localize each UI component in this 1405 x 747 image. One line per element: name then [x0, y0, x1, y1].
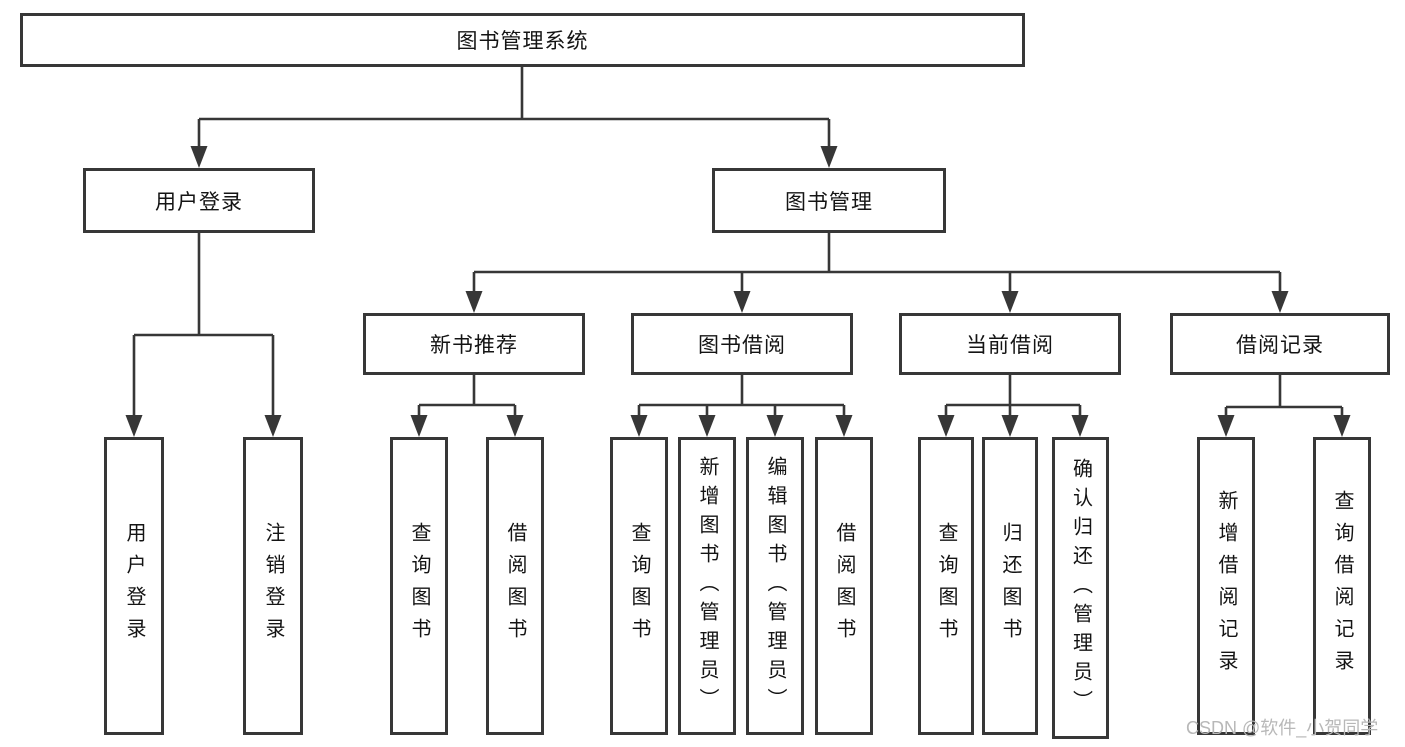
- leaf-return-books: 归还图书: [982, 437, 1038, 735]
- leaf-logout-label: 注销登录: [262, 522, 284, 650]
- node-book-management-label: 图书管理: [785, 190, 873, 214]
- leaf-confirm-return-admin: 确认归还（管理员）: [1052, 437, 1109, 739]
- node-current-borrow-label: 当前借阅: [966, 334, 1054, 357]
- node-root: 图书管理系统: [20, 13, 1025, 67]
- leaf-confirm-return-admin-label: 确认归还（管理员）: [1069, 457, 1092, 719]
- leaf-add-book-admin-label: 新增图书（管理员）: [696, 455, 718, 717]
- leaf-current-query-books: 查询图书: [918, 437, 974, 735]
- leaf-query-borrow-record-label: 查询借阅记录: [1331, 490, 1353, 682]
- leaf-return-books-label: 归还图书: [999, 522, 1021, 650]
- leaf-recommend-query-books-label: 查询图书: [408, 522, 430, 650]
- node-borrow-records-label: 借阅记录: [1236, 334, 1324, 357]
- leaf-recommend-borrow-books: 借阅图书: [486, 437, 544, 735]
- csdn-watermark: CSDN @软件_小贺同学: [1186, 718, 1379, 738]
- leaf-user-login-label: 用户登录: [123, 522, 145, 650]
- leaf-recommend-borrow-books-label: 借阅图书: [504, 522, 526, 650]
- leaf-edit-book-admin-label: 编辑图书（管理员）: [764, 455, 786, 717]
- node-borrow-records: 借阅记录: [1170, 313, 1390, 375]
- leaf-edit-book-admin: 编辑图书（管理员）: [746, 437, 804, 735]
- leaf-borrow-query-books: 查询图书: [610, 437, 668, 735]
- node-new-book-recommend-label: 新书推荐: [430, 334, 518, 357]
- node-user-login: 用户登录: [83, 168, 315, 233]
- leaf-logout: 注销登录: [243, 437, 303, 735]
- leaf-add-book-admin: 新增图书（管理员）: [678, 437, 736, 735]
- leaf-add-borrow-record-label: 新增借阅记录: [1215, 490, 1237, 682]
- node-root-label: 图书管理系统: [456, 30, 589, 53]
- node-book-borrow-label: 图书借阅: [698, 334, 786, 357]
- node-book-borrow: 图书借阅: [631, 313, 853, 375]
- leaf-user-login: 用户登录: [104, 437, 164, 735]
- node-user-login-label: 用户登录: [155, 190, 243, 214]
- leaf-query-borrow-record: 查询借阅记录: [1313, 437, 1371, 735]
- leaf-add-borrow-record: 新增借阅记录: [1197, 437, 1255, 735]
- node-new-book-recommend: 新书推荐: [363, 313, 585, 375]
- leaf-borrow-books: 借阅图书: [815, 437, 873, 735]
- leaf-borrow-books-label: 借阅图书: [833, 522, 855, 650]
- node-current-borrow: 当前借阅: [899, 313, 1121, 375]
- leaf-current-query-books-label: 查询图书: [935, 522, 957, 650]
- node-book-management: 图书管理: [712, 168, 946, 233]
- leaf-borrow-query-books-label: 查询图书: [628, 522, 650, 650]
- leaf-recommend-query-books: 查询图书: [390, 437, 448, 735]
